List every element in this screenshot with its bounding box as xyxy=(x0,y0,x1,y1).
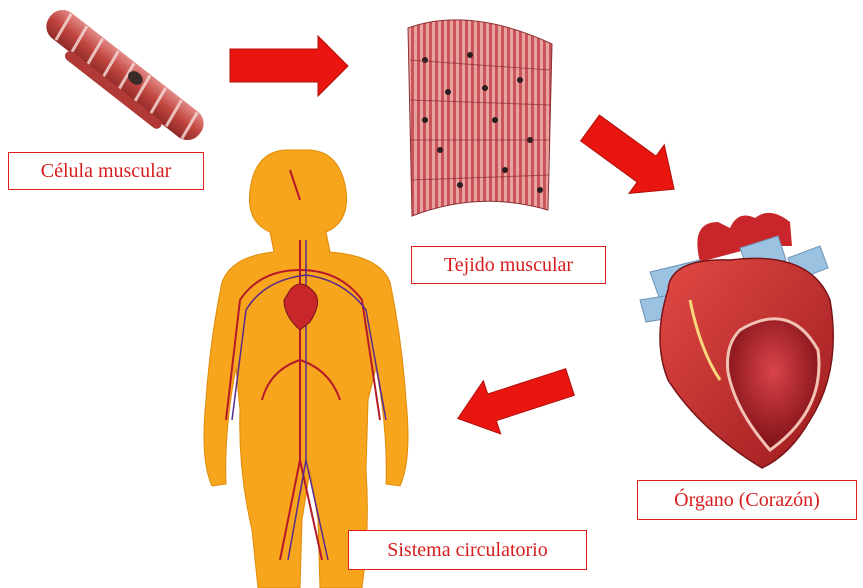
label-cell: Célula muscular xyxy=(8,152,204,190)
muscle-tissue-illustration xyxy=(408,20,552,216)
label-tissue: Tejido muscular xyxy=(411,246,606,284)
muscle-cell-illustration xyxy=(35,4,209,152)
label-system: Sistema circulatorio xyxy=(348,530,587,570)
arrow-down-right-icon xyxy=(572,104,691,214)
label-organ: Órgano (Corazón) xyxy=(637,480,857,520)
arrow-right-icon xyxy=(230,36,348,96)
human-body-illustration xyxy=(204,150,408,588)
arrow-left-icon xyxy=(449,355,579,445)
heart-organ-illustration xyxy=(640,213,833,468)
